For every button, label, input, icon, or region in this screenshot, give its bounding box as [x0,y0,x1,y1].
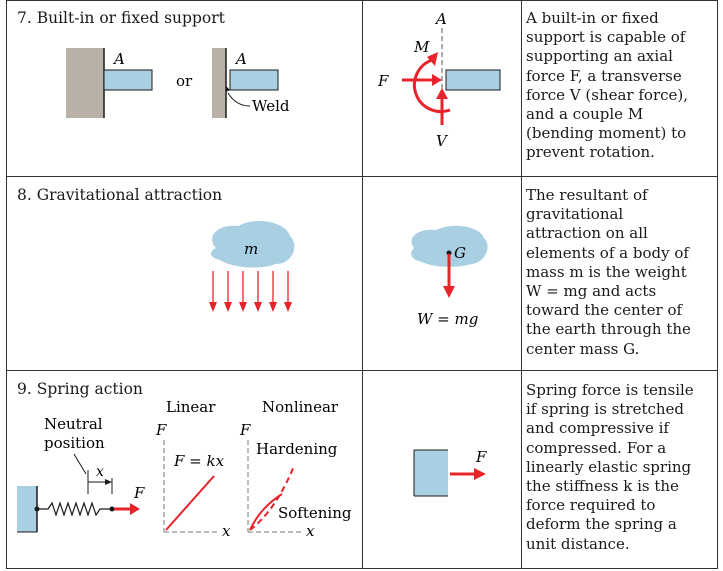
desc-line: compressed. For a [526,438,667,457]
desc-line: force required to [526,496,656,515]
desc-line: gravitational [526,205,624,224]
gravity-fbd: G W = mg [411,225,488,328]
label-x-axis1: x [222,522,231,540]
softening-curve [249,493,283,531]
label-linear: Linear [166,398,216,416]
desc-line: force V (shear force), [526,85,689,104]
moment-M-arrow [412,58,451,114]
fixed-support-left-diagram: A or A Weld [66,48,290,118]
row9-title: 9. Spring action [17,380,143,398]
fixed-support-fbd: A M F V [377,10,501,150]
label-F-right: F [475,448,487,466]
label-G: G [454,244,466,262]
desc-line: The resultant of [526,186,648,204]
desc-line: prevent rotation. [526,143,655,162]
desc-line: and compressive if [526,419,669,438]
label-m: m [244,240,258,258]
desc-line: unit distance. [526,534,630,553]
label-a2: A [234,50,247,68]
beam-2 [229,69,279,91]
fbd-mass-body [411,225,488,267]
row9-description: Spring force is tensile if spring is str… [526,381,716,554]
label-A: A [434,10,447,28]
column-divider-2 [521,0,522,569]
row8-description: The resultant of gravitational attractio… [526,186,716,359]
spring-coil [37,501,112,517]
label-neutral: Neutral [44,415,103,433]
label-nonlinear: Nonlinear [262,398,339,416]
desc-line: toward the center of [526,301,683,320]
gravity-diagram: m [209,221,295,312]
desc-line: deform the spring a [526,515,677,534]
label-W: W = mg [417,310,478,328]
fbd-spring-body [414,450,448,496]
beam-1 [103,69,153,91]
neutral-leader [73,453,87,475]
label-x: x [96,464,104,480]
desc-line: Spring force is tensile [526,381,694,399]
spring-diagram: F x Neutral position Linear F x F = kx N… [17,398,352,540]
desc-line: elements of a body of [526,243,689,262]
label-F-axis2: F [239,421,251,439]
desc-line: attraction on all [526,224,648,243]
gravity-arrows [209,271,292,312]
label-F-axis1: F [155,421,167,439]
desc-line: force F, a transverse [526,66,682,85]
desc-line: and a couple M [526,105,644,124]
desc-line: the stiffness k is the [526,477,679,496]
weld-leader [227,92,251,107]
linear-curve [165,475,215,531]
desc-line: (bending moment) to [526,124,687,143]
hardening-curve [249,465,295,531]
label-M: M [413,38,430,56]
desc-line: if spring is stretched [526,400,685,419]
diagram-table: 7. Built-in or fixed support A or A Weld… [6,0,718,569]
row7-description: A built-in or fixed support is capable o… [526,9,716,163]
mass-body [211,221,295,268]
label-weld: Weld [252,97,290,115]
desc-line: support is capable of [526,28,686,47]
label-F: F [377,72,389,90]
desc-line: A built-in or fixed [526,9,659,27]
desc-line: the earth through the [526,320,691,339]
desc-line: center mass G. [526,339,640,358]
label-hardening: Hardening [256,440,338,458]
label-or: or [176,72,193,90]
label-softening: Softening [278,504,352,522]
desc-line: W = mg and acts [526,282,657,301]
spring-fbd: F [413,448,487,497]
fbd-beam [445,69,501,91]
weld-mark [226,86,230,92]
desc-line: supporting an axial [526,47,673,66]
label-position: position [44,434,105,452]
label-x-axis2: x [306,522,315,540]
label-V: V [436,132,449,150]
label-eq: F = kx [173,452,225,470]
row8-title: 8. Gravitational attraction [17,186,223,204]
wall-1 [66,48,104,118]
desc-line: mass m is the weight [526,262,687,281]
desc-line: linearly elastic spring [526,457,692,476]
wall-2 [212,48,226,118]
column-divider-1 [362,0,363,569]
label-a1: A [112,50,125,68]
spring-wall [17,486,37,532]
row7-title: 7. Built-in or fixed support [17,9,225,27]
label-spring-F: F [133,484,145,502]
